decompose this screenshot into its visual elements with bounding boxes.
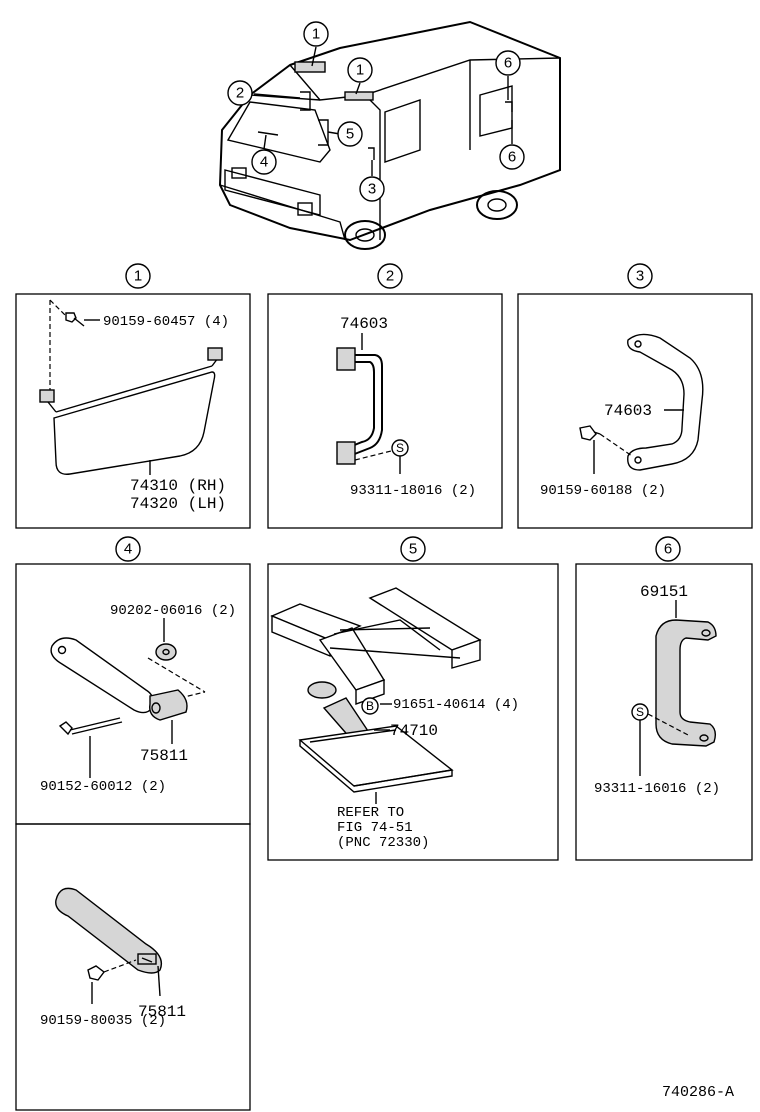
- panel-3-assist-grip: 74603 90159-60188 (2): [517, 293, 753, 529]
- callout-5: 5: [337, 121, 363, 147]
- callout-3: 3: [359, 176, 385, 202]
- svg-text:B: B: [366, 699, 374, 713]
- part-label-93311-18016: 93311-18016 (2): [350, 483, 476, 499]
- svg-text:1: 1: [356, 62, 364, 79]
- part-label-69151: 69151: [640, 583, 688, 601]
- part-label-90159-80035: 90159-80035 (2): [40, 1013, 166, 1029]
- panel-4b-pull-handle: 75811 90159-80035 (2): [15, 823, 251, 1111]
- panel-2-assist-grip: 74603 S 93311-18016 (2): [267, 293, 503, 529]
- callout-2: 2: [227, 80, 253, 106]
- part-label-74603-p2: 74603: [340, 315, 388, 333]
- svg-text:4: 4: [260, 154, 268, 171]
- svg-text:4: 4: [124, 541, 132, 558]
- panel-5-header: 5: [400, 536, 426, 562]
- svg-text:1: 1: [312, 26, 320, 43]
- b-symbol: B: [361, 697, 379, 715]
- sheet-id: 740286-A: [662, 1084, 734, 1101]
- part-label-75811-p4b: 75811: [138, 1003, 186, 1021]
- svg-text:5: 5: [409, 541, 417, 558]
- panel-4-pull-handle: 90202-06016 (2) 75811 90152-60012 (2): [15, 563, 251, 825]
- part-label-74320: 74320 (LH): [130, 495, 226, 513]
- svg-text:6: 6: [508, 149, 516, 166]
- svg-text:6: 6: [504, 55, 512, 72]
- panel-2-header: 2: [377, 263, 403, 289]
- refer-line-1: REFER TO: [337, 805, 404, 821]
- callout-6a: 6: [495, 50, 521, 76]
- part-label-75811-p4: 75811: [140, 747, 188, 765]
- svg-text:2: 2: [236, 85, 244, 102]
- part-label-90152-60012: 90152-60012 (2): [40, 779, 166, 795]
- panel-1-header: 1: [125, 263, 151, 289]
- part-label-90202-06016: 90202-06016 (2): [110, 603, 236, 619]
- svg-text:5: 5: [346, 126, 354, 143]
- panel-6-header: 6: [655, 536, 681, 562]
- panel-3-header: 3: [627, 263, 653, 289]
- s-symbol: S: [391, 439, 409, 457]
- callout-6b: 6: [499, 144, 525, 170]
- panel-4-header: 4: [115, 536, 141, 562]
- part-label-90159-60188: 90159-60188 (2): [540, 483, 666, 499]
- panel-1-sun-visor: 90159-60457 (4) 74310 (RH) 74320 (LH): [15, 293, 251, 529]
- refer-line-2: FIG 74-51: [337, 820, 413, 836]
- panel-6-assist-grip: 69151 S 93311-16016 (2): [575, 563, 753, 861]
- callout-1a: 1: [303, 21, 329, 47]
- screw-icon: [87, 965, 105, 981]
- svg-text:6: 6: [664, 541, 672, 558]
- vehicle-overview: 1 1 2 5 4 3 6 6: [218, 20, 561, 250]
- bolt-icon: [579, 425, 601, 441]
- screw-icon: [58, 717, 123, 736]
- svg-text:S: S: [636, 705, 644, 719]
- panel-5-jack: B 91651-40614 (4) 74710 REFER TO FIG 74-…: [267, 563, 559, 861]
- svg-text:2: 2: [386, 268, 394, 285]
- washer-icon: [155, 643, 177, 661]
- svg-text:3: 3: [368, 181, 376, 198]
- screw-icon: [65, 312, 85, 327]
- part-label-93311-16016: 93311-16016 (2): [594, 781, 720, 797]
- svg-text:1: 1: [134, 268, 142, 285]
- callout-1b: 1: [347, 57, 373, 83]
- part-label-91651-40614: 91651-40614 (4): [393, 697, 519, 713]
- part-label-74710: 74710: [390, 722, 438, 740]
- part-label-74310: 74310 (RH): [130, 477, 226, 495]
- part-label-74603-p3: 74603: [604, 402, 652, 420]
- s-symbol: S: [631, 703, 649, 721]
- svg-text:3: 3: [636, 268, 644, 285]
- refer-line-3: (PNC 72330): [337, 835, 429, 851]
- callout-4: 4: [251, 149, 277, 175]
- part-label-90159-60457: 90159-60457 (4): [103, 314, 229, 330]
- svg-text:S: S: [396, 441, 404, 455]
